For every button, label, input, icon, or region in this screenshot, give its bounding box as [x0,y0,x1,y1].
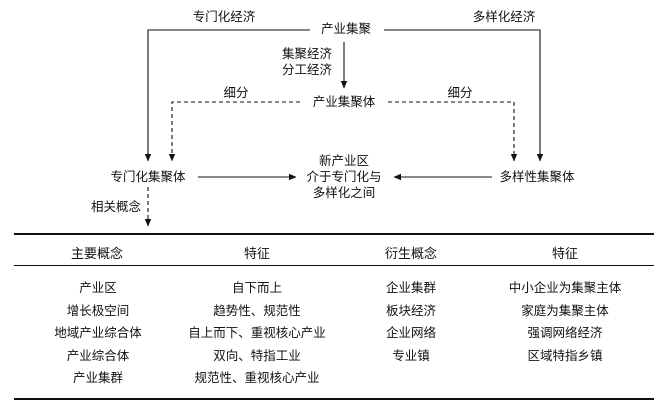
right-top-label: 多样化经济 [472,9,536,24]
table-cell: 产业区 [79,280,117,295]
top-node: 产业集聚 [320,21,372,36]
table-cell: 自下而上 [231,280,283,295]
arrow-middle-to-right [388,101,518,162]
table-cell: 中小企业为集聚主体 [508,280,622,295]
table-cell: 专业镇 [392,347,430,363]
column-derived-concepts: 企业集群 板块经济 企业网络 专业镇 [386,277,436,367]
table-cell: 板块经济 [385,302,437,318]
left-top-label: 专门化经济 [192,9,256,24]
center-node-line-3: 多样化之间 [312,185,376,200]
column-features-1: 自下而上 趋势性、规范性 自上而下、重视核心产业 双向、特指工业 规范性、重视核… [188,277,326,390]
table-bottom-rule [14,398,654,400]
table-cell: 企业网络 [385,325,437,341]
arrow-top-to-left [144,29,310,162]
header-features-2: 特征 [551,247,579,262]
table-top-rule [14,233,654,235]
middle-node: 产业集聚体 [308,94,380,110]
arrow-top-to-right [384,29,544,162]
table-cell: 自上而下、重视核心产业 [188,325,326,341]
table-cell: 企业集群 [385,280,437,295]
center-arrow-label-1: 集聚经济 [282,46,333,61]
concept-diagram [144,29,544,227]
table-cell: 规范性、重视核心产业 [194,370,320,386]
header-features-1: 特征 [243,247,271,262]
center-node-line-2: 介于专门化与 [306,169,382,184]
table-cell: 产业集群 [72,370,124,386]
table-cell: 双向、特指工业 [213,347,301,363]
header-derived-concepts: 衍生概念 [384,247,438,262]
table-cell: 增长极空间 [66,302,130,318]
right-node: 多样性集聚体 [496,169,578,185]
left-node: 专门化集聚体 [107,169,189,185]
table-cell: 家庭为集聚主体 [521,302,609,318]
column-main-concepts: 产业区 增长极空间 地域产业综合体 产业综合体 产业集群 [54,277,142,390]
right-split-label: 细分 [447,85,473,100]
arrow-middle-to-left [168,101,300,162]
header-main-concepts: 主要概念 [70,247,124,262]
column-features-2: 中小企业为集聚主体 家庭为集聚主体 强调网络经济 区域特指乡镇 [509,277,622,367]
left-split-label: 细分 [223,85,249,100]
table-cell: 强调网络经济 [527,325,603,341]
table-cell: 产业综合体 [66,347,130,363]
table-header-rule [14,265,654,266]
table-cell: 趋势性、规范性 [213,302,301,318]
table-cell: 地域产业综合体 [54,325,142,341]
related-concepts-label: 相关概念 [91,199,142,215]
center-arrow-label-2: 分工经济 [282,62,333,77]
table-cell: 区域特指乡镇 [527,347,603,363]
center-node-line-1: 新产业区 [318,153,370,168]
